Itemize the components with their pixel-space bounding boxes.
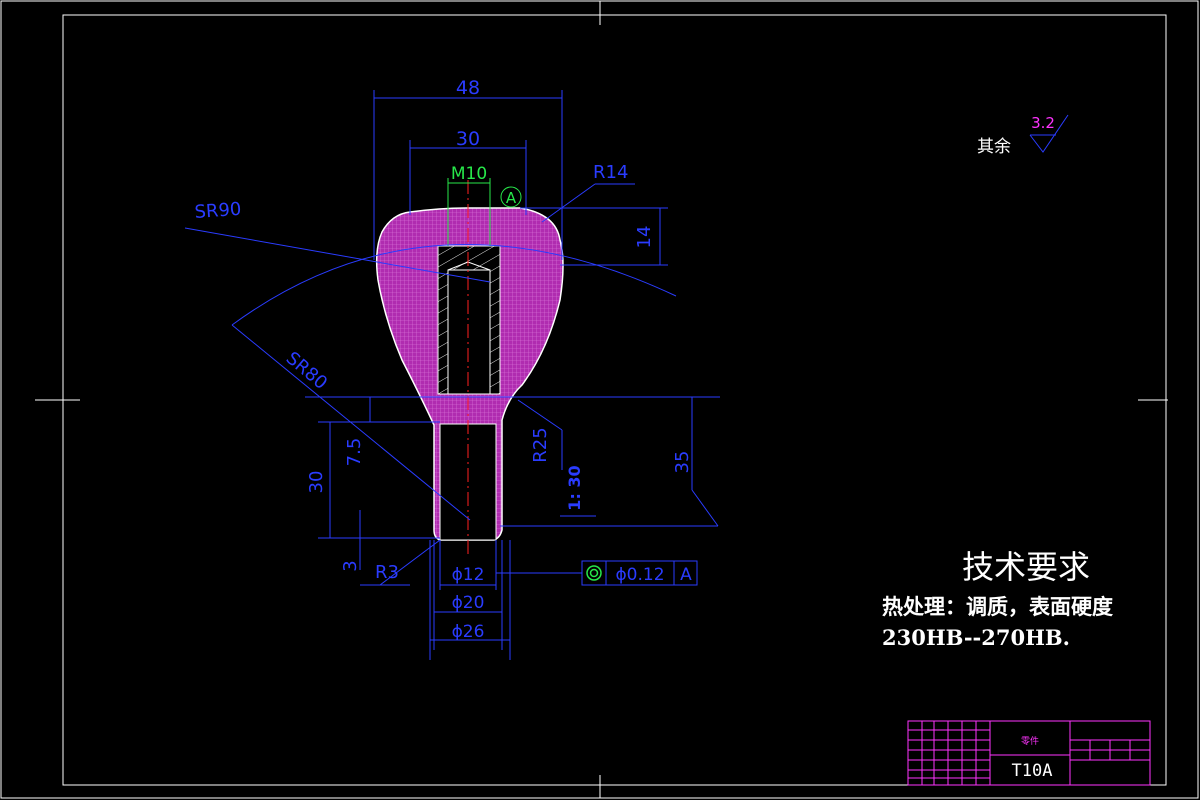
dim-r25: R25 xyxy=(530,427,551,462)
dim-phi20: ϕ20 xyxy=(452,593,485,613)
dim-7-5: 7.5 xyxy=(344,438,365,467)
dim-r3: R3 xyxy=(375,562,399,583)
dim-30-left: 30 xyxy=(306,471,327,494)
tolerance-frame: ϕ0.12 A xyxy=(581,560,698,586)
requirements-line-2: 230HB--270HB. xyxy=(882,625,1070,650)
dim-35: 35 xyxy=(672,451,693,474)
roughness-symbol: 其余 3.2 xyxy=(977,114,1069,157)
dim-phi12: ϕ12 xyxy=(452,565,485,585)
concentricity-icon xyxy=(586,565,602,581)
dim-phi26: ϕ26 xyxy=(452,622,485,642)
dim-taper: 1: 30 xyxy=(565,465,584,510)
requirements-line-1: 热处理：调质，表面硬度 xyxy=(882,594,1113,619)
title-block-part-name: 零件 xyxy=(1021,735,1039,747)
datum-label: A xyxy=(506,189,517,207)
roughness-check-icon xyxy=(1029,114,1069,153)
bore-inner xyxy=(447,269,491,395)
roughness-label: 其余 xyxy=(977,137,1011,157)
dim-m10: M10 xyxy=(451,164,487,184)
dim-r14: R14 xyxy=(593,162,628,183)
datum-circle xyxy=(500,186,522,208)
dim-sr90: SR90 xyxy=(194,199,242,223)
requirements-title: 技术要求 xyxy=(962,548,1090,586)
inner-border xyxy=(62,14,1167,786)
title-block xyxy=(907,720,1151,786)
technical-requirements: 技术要求 热处理：调质，表面硬度 230HB--270HB. xyxy=(882,548,1113,650)
dim-48: 48 xyxy=(456,77,480,99)
dimension-labels: 48 30 M10 A R14 SR90 14 SR80 7.5 30 3 R3… xyxy=(194,77,693,642)
dim-sr80: SR80 xyxy=(282,348,331,394)
roughness-value: 3.2 xyxy=(1031,114,1055,132)
dim-3: 3 xyxy=(340,560,361,571)
dim-14: 14 xyxy=(634,226,655,249)
tolerance-datum: A xyxy=(680,565,692,585)
dimension-lines xyxy=(184,90,720,660)
dim-30-top: 30 xyxy=(456,128,480,150)
tolerance-value: ϕ0.12 xyxy=(615,565,664,585)
title-block-material: T10A xyxy=(1012,761,1053,781)
part-body xyxy=(375,180,564,555)
